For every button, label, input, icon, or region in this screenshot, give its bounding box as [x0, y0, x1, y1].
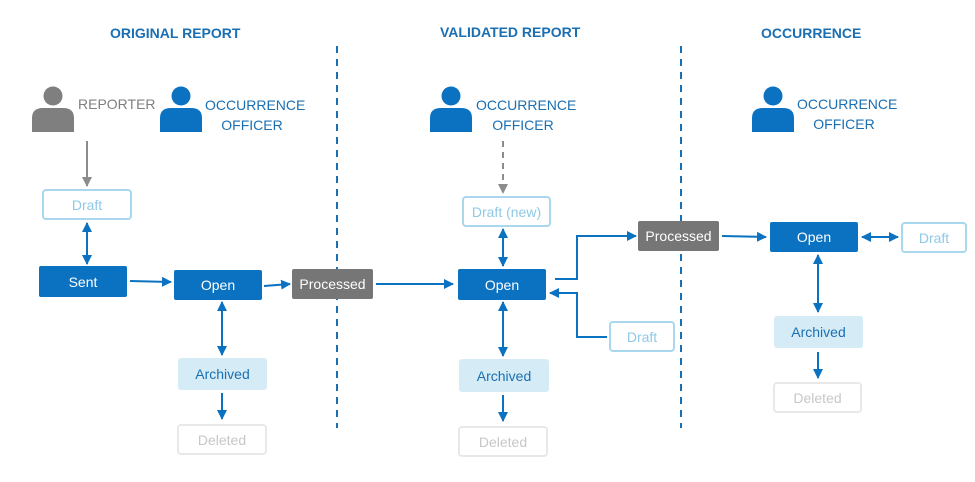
header-validated-report: VALIDATED REPORT [440, 24, 581, 40]
state-open-2: Open [458, 269, 546, 300]
officer-label-3: OCCURRENCE OFFICER [797, 96, 898, 132]
state-deleted-3: Deleted [773, 382, 862, 413]
officer-label-2: OCCURRENCE OFFICER [476, 97, 577, 133]
state-archived-2: Archived [459, 359, 549, 392]
state-sent: Sent [39, 266, 127, 297]
state-open-1: Open [174, 270, 262, 300]
state-processed-1: Processed [292, 269, 373, 299]
state-draft-new: Draft (new) [462, 196, 551, 227]
person-icon [752, 86, 794, 132]
header-original-report: ORIGINAL REPORT [110, 25, 241, 41]
state-draft-1: Draft [42, 189, 132, 220]
arrow-sent-open [129, 276, 172, 287]
state-archived-1: Archived [178, 358, 267, 390]
person-icon [32, 86, 74, 132]
arrow-open-processed-2 [555, 231, 637, 280]
person-icon [430, 86, 472, 132]
arrow-processed-open-3 [721, 231, 767, 242]
state-archived-3: Archived [774, 316, 863, 348]
state-draft-2: Draft [609, 321, 675, 352]
state-draft-3: Draft [901, 222, 967, 253]
officer-label-1: OCCURRENCE OFFICER [205, 97, 306, 133]
person-icon [160, 86, 202, 132]
state-processed-2: Processed [638, 221, 719, 251]
arrow-draft-open-2 [549, 288, 607, 338]
state-deleted-1: Deleted [177, 424, 267, 455]
state-open-3: Open [770, 222, 858, 252]
header-occurrence: OCCURRENCE [761, 25, 862, 41]
state-deleted-2: Deleted [458, 426, 548, 457]
arrow-open-processed [263, 279, 291, 290]
reporter-label: REPORTER [78, 96, 156, 112]
